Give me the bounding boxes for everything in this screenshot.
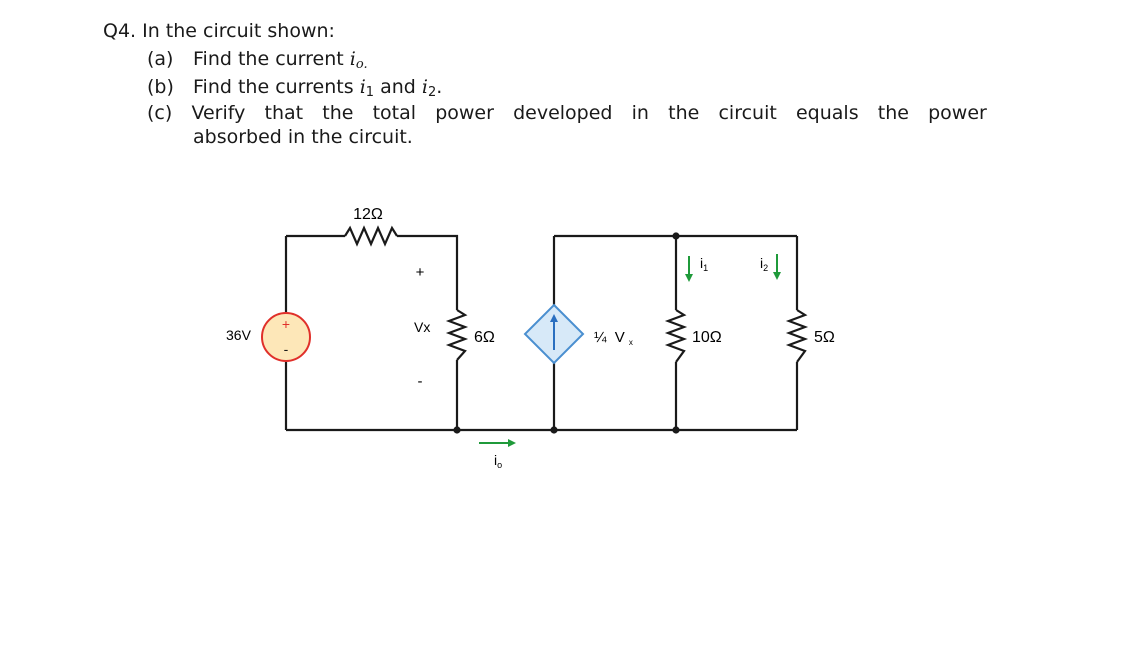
resistor-10-ohm-label: 10Ω: [692, 329, 722, 346]
part-c-word: equals: [795, 102, 859, 124]
vx-plus-label: +: [416, 264, 425, 281]
resistor-6-ohm-label: 6Ω: [474, 329, 495, 346]
part-c-word: total: [372, 102, 417, 124]
question-part-c: (c) Verify that the total power develope…: [147, 100, 987, 126]
part-b-label: (b): [147, 76, 174, 98]
part-c-word: circuit: [718, 102, 777, 124]
part-b-and: and: [380, 76, 416, 98]
resistor-5-ohm: [785, 309, 809, 363]
part-a-text: Find the current: [193, 48, 344, 70]
source-voltage-label: 36V: [226, 327, 252, 343]
part-c-word: the: [668, 102, 700, 124]
part-b-variable-1: i: [359, 76, 366, 98]
junction-node: [672, 232, 680, 240]
part-c-label: (c): [147, 102, 173, 124]
part-b-subscript-2: 2: [427, 85, 437, 100]
dep-voltage: V: [615, 329, 625, 346]
resistor-12-ohm: [344, 225, 398, 247]
part-b-text: Find the currents: [193, 76, 354, 98]
current-i2-label: i2: [760, 255, 768, 273]
junction-node: [550, 426, 558, 434]
junction-node: [672, 426, 680, 434]
part-a-variable: i: [349, 48, 356, 70]
dep-subscript: x: [629, 338, 633, 347]
resistor-6-ohm: [445, 309, 469, 361]
source-plus: +: [282, 316, 290, 332]
question-title: Q4. In the circuit shown:: [103, 20, 335, 42]
part-c-word: power: [435, 102, 494, 124]
part-b-period: .: [436, 76, 443, 98]
question-part-b: (b)Find the currents i1 and i2.: [147, 74, 442, 100]
part-a-label: (a): [147, 48, 174, 70]
vx-label: Vx: [414, 319, 430, 335]
part-c-word: the: [322, 102, 354, 124]
source-minus: -: [284, 341, 289, 357]
part-b-variable-2: i: [421, 76, 428, 98]
current-io-label: io: [494, 452, 502, 470]
question-part-a: (a) Find the current io.: [147, 46, 368, 72]
junction-node: [453, 426, 461, 434]
circuit-wires: [284, 234, 799, 432]
current-i1-label: i1: [700, 255, 708, 273]
dependent-source-label: ¼ V x: [594, 329, 633, 347]
question-part-c-continuation: absorbed in the circuit.: [193, 126, 413, 148]
part-c-word: that: [264, 102, 304, 124]
part-b-subscript-1: 1: [365, 85, 375, 100]
dep-fraction: ¼: [594, 329, 607, 346]
resistor-5-ohm-label: 5Ω: [814, 329, 835, 346]
part-a-subscript: o.: [355, 57, 368, 72]
part-c-word: power: [928, 102, 987, 124]
voltage-source: [261, 312, 311, 362]
part-c-word: developed: [513, 102, 613, 124]
part-c-word: the: [877, 102, 909, 124]
resistor-10-ohm: [664, 309, 688, 363]
part-c-word: in: [631, 102, 649, 124]
wire-r1-right: [397, 234, 459, 310]
resistor-12-ohm-label: 12Ω: [353, 206, 383, 223]
vx-minus-label: -: [418, 373, 423, 390]
part-c-word: Verify: [191, 102, 246, 124]
